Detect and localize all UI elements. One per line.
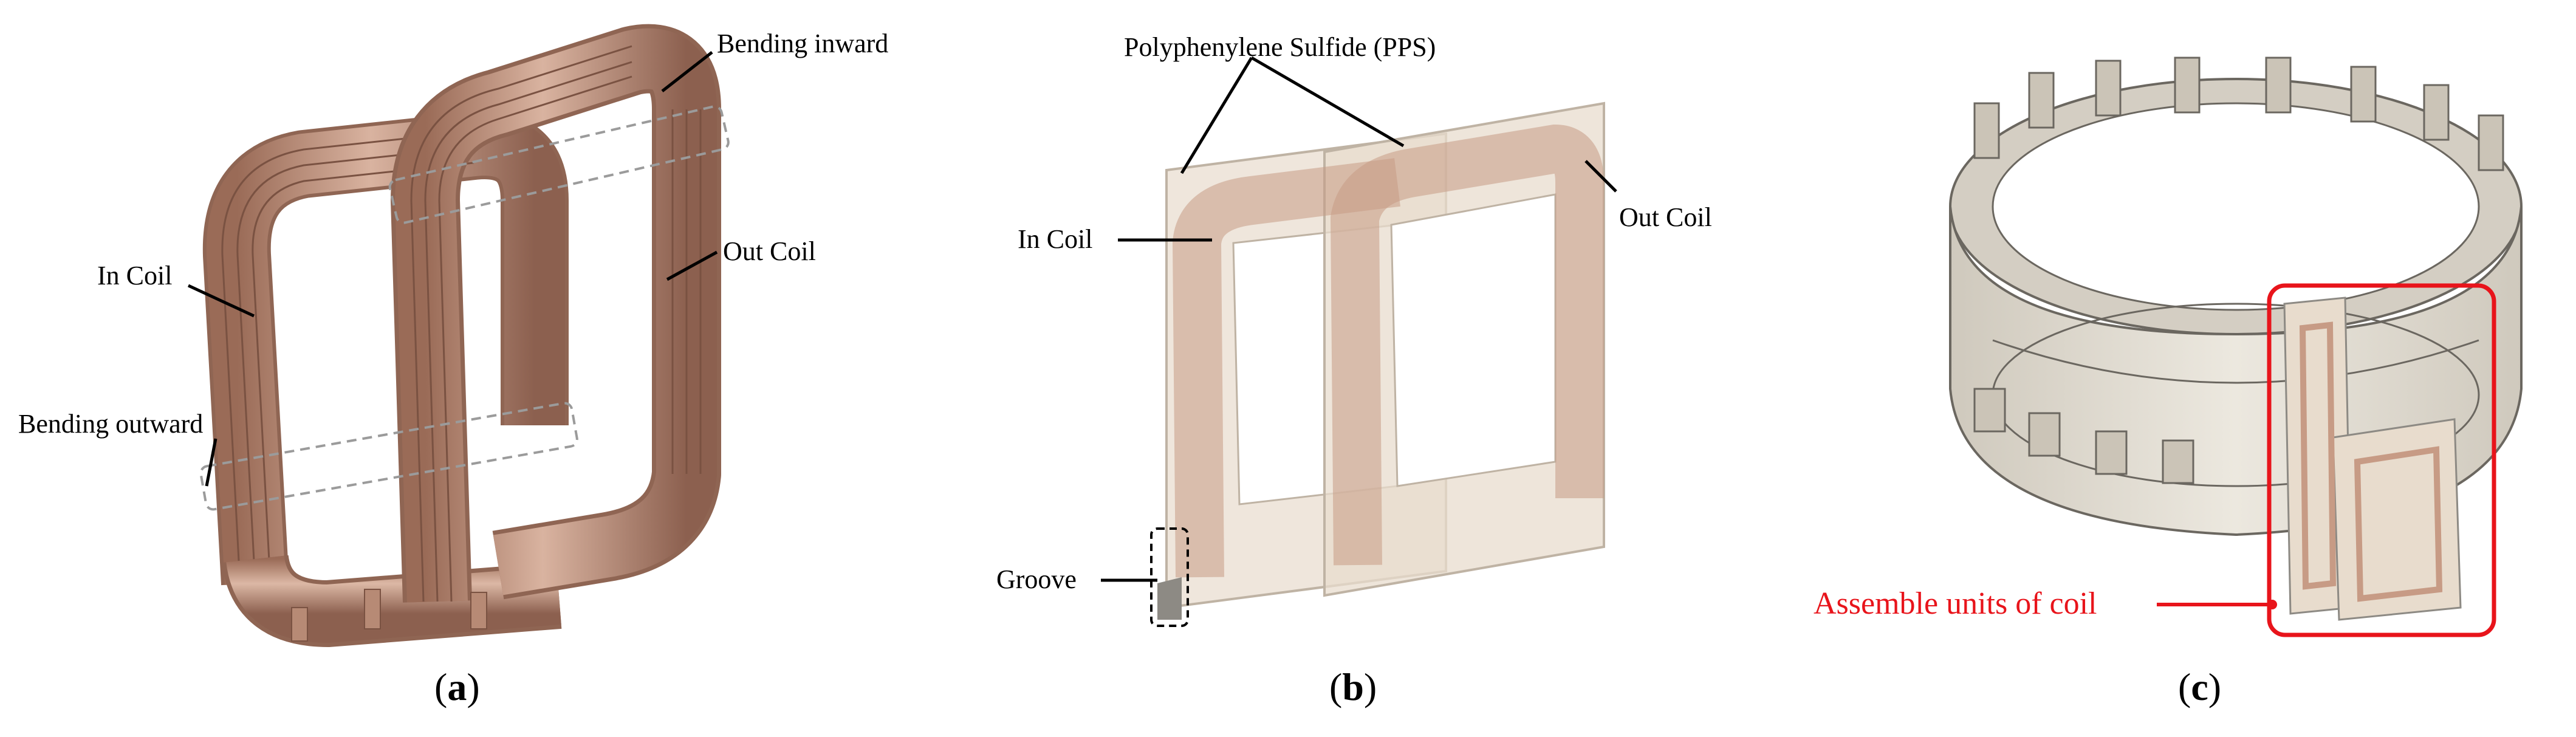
label-pps: Polyphenylene Sulfide (PPS) — [1124, 32, 1436, 62]
in-coil-a — [202, 111, 569, 648]
label-assemble: Assemble units of coil — [1814, 586, 2097, 621]
leader-in-coil — [187, 284, 255, 318]
groove-shape — [1157, 577, 1182, 620]
leader-assemble-dot — [2267, 600, 2277, 609]
caption-b: (b) — [1329, 665, 1377, 708]
groove-box — [1150, 527, 1189, 627]
red-highlight-box — [2267, 283, 2496, 637]
label-groove: Groove — [996, 564, 1077, 594]
label-in-coil-b: In Coil — [1018, 224, 1092, 254]
label-bending-inward: Bending inward — [717, 29, 888, 58]
panel-b: Polyphenylene Sulfide (PPS) In Coil Out … — [996, 32, 1712, 708]
leader-pps-1 — [1180, 57, 1253, 174]
caption-c: (c) — [2178, 665, 2221, 708]
panel-a: Bending inward Out Coil In Coil Bending … — [18, 24, 888, 708]
highlighted-coil-unit — [2283, 297, 2462, 621]
leader-out-coil-b — [1584, 160, 1617, 193]
label-bending-outward: Bending outward — [18, 409, 203, 439]
panel-c: Assemble units of coil (c) — [1814, 57, 2523, 708]
embedded-out-coil — [1330, 124, 1604, 566]
leader-pps-2 — [1250, 56, 1405, 148]
caption-a: (a) — [434, 665, 480, 708]
dashed-box-bending-inward — [388, 105, 730, 224]
out-coil-a — [391, 24, 721, 603]
pps-housing-out — [1323, 101, 1605, 597]
label-out-coil-b: Out Coil — [1619, 202, 1712, 232]
ring-coil-units — [1973, 57, 2504, 484]
leader-bending-outward — [205, 438, 218, 487]
terminal-a1 — [291, 607, 308, 642]
leader-bending-inward — [661, 51, 713, 92]
terminal-a2 — [364, 589, 381, 629]
terminal-a3 — [470, 592, 487, 629]
leader-out-coil — [666, 250, 718, 281]
label-in-coil-a: In Coil — [97, 261, 172, 290]
dashed-box-bending-outward — [199, 402, 578, 511]
label-out-coil-a: Out Coil — [723, 236, 816, 266]
